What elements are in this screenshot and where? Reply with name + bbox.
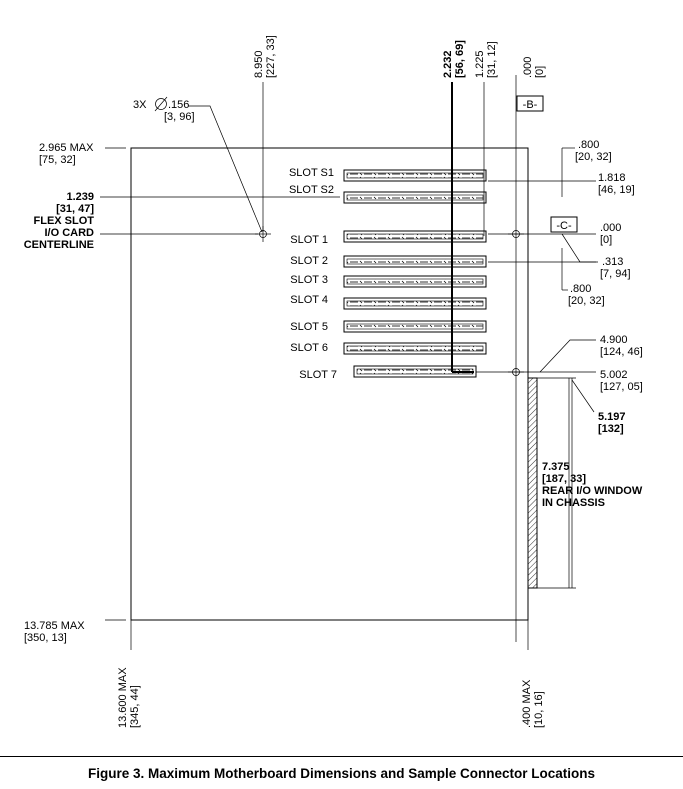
rear-io-2: [187, 33] [542,473,586,485]
dim-800a: .800 [578,139,599,151]
datum-b-label: -B- [523,99,538,111]
dim-4900-metric: [124, 46] [600,346,643,358]
dim-800b-metric: [20, 32] [568,295,605,307]
slot-s2 [343,191,487,204]
dim-2232: 2.232 [442,50,454,78]
flex-label-2: I/O CARD [45,227,95,239]
flex-label-1: FLEX SLOT [34,215,95,227]
dim-2965: 2.965 MAX [39,142,94,154]
dim-13600: 13.600 MAX [117,667,129,728]
datum-c-label: -C- [556,220,572,232]
dim-1818: 1.818 [598,172,626,184]
hole-dia: .156 [168,99,189,111]
slot-7 [353,365,477,378]
dim-313-metric: [7, 94] [600,268,631,280]
dim-800b: .800 [570,283,591,295]
datum-b-box [516,95,544,112]
dim-5002: 5.002 [600,369,628,381]
dim-4900: 4.900 [600,334,628,346]
diameter-icon [154,96,168,112]
slot-label-2: SLOT 2 [290,255,328,267]
rear-io-4: IN CHASSIS [542,497,605,509]
dim-400-metric: [10, 16] [533,691,545,728]
dim-1225-metric: [31, 12] [486,41,498,78]
dim-13785-metric: [350, 13] [24,632,67,644]
dim-r-000-metric: [0] [600,234,612,246]
dim-5197-leader [571,379,595,413]
dim-313-leader [561,233,598,263]
slot-1 [343,230,487,243]
slot-label-s2: SLOT S2 [289,184,334,196]
slot-label-4: SLOT 4 [290,294,328,306]
hole-leader [188,105,263,233]
slot-label-1: SLOT 1 [290,234,328,246]
flex-label-3: CENTERLINE [24,239,94,251]
slot-6 [343,342,487,355]
dim-5197-metric: [132] [598,423,624,435]
slot-label-3: SLOT 3 [290,274,328,286]
dim-r-000: .000 [600,222,621,234]
dim-800a-metric: [20, 32] [575,151,612,163]
slot-s1 [343,169,487,182]
slot-label-6: SLOT 6 [290,342,328,354]
slot-4 [343,297,487,310]
dim-top-000-metric: [0] [534,66,546,78]
dim-8950-metric: [227, 33] [265,35,277,78]
mount-hole-2 [508,230,524,238]
dim-top-000: .000 [522,57,534,78]
hole-qty: 3X [133,99,147,111]
dim-2965-metric: [75, 32] [39,154,76,166]
rear-io-1: 7.375 [542,461,570,473]
dim-5002-metric: [127, 05] [600,381,643,393]
slot-label-s1: SLOT S1 [289,167,334,179]
dim-13785: 13.785 MAX [24,620,85,632]
datum-c-box [550,216,578,233]
dim-8950: 8.950 [253,50,265,78]
dim-1818-metric: [46, 19] [598,184,635,196]
figure-caption: Figure 3. Maximum Motherboard Dimensions… [87,766,596,781]
mount-hole-1 [255,226,271,242]
rear-io-3: REAR I/O WINDOW [542,485,643,497]
caption-divider [0,756,683,757]
dim-313: .313 [602,256,623,268]
board-outline [130,147,529,621]
slot-3 [343,275,487,288]
dim-1225: 1.225 [474,50,486,78]
dim-4900-leader [539,339,596,373]
slot-5 [343,320,487,333]
slot-label-5: SLOT 5 [290,321,328,333]
dim-2232-metric: [56, 69] [454,40,466,78]
rear-io-window [527,377,538,589]
dim-13600-metric: [345, 44] [129,685,141,728]
mount-hole-3 [508,368,524,376]
hole-metric: [3, 96] [164,111,195,123]
slot-2 [343,255,487,268]
dim-1239-metric: [31, 47] [56,203,94,215]
slot-label-7: SLOT 7 [299,369,337,381]
dim-1239: 1.239 [66,191,94,203]
dim-400: .400 MAX [521,679,533,728]
dim-5197: 5.197 [598,411,626,423]
